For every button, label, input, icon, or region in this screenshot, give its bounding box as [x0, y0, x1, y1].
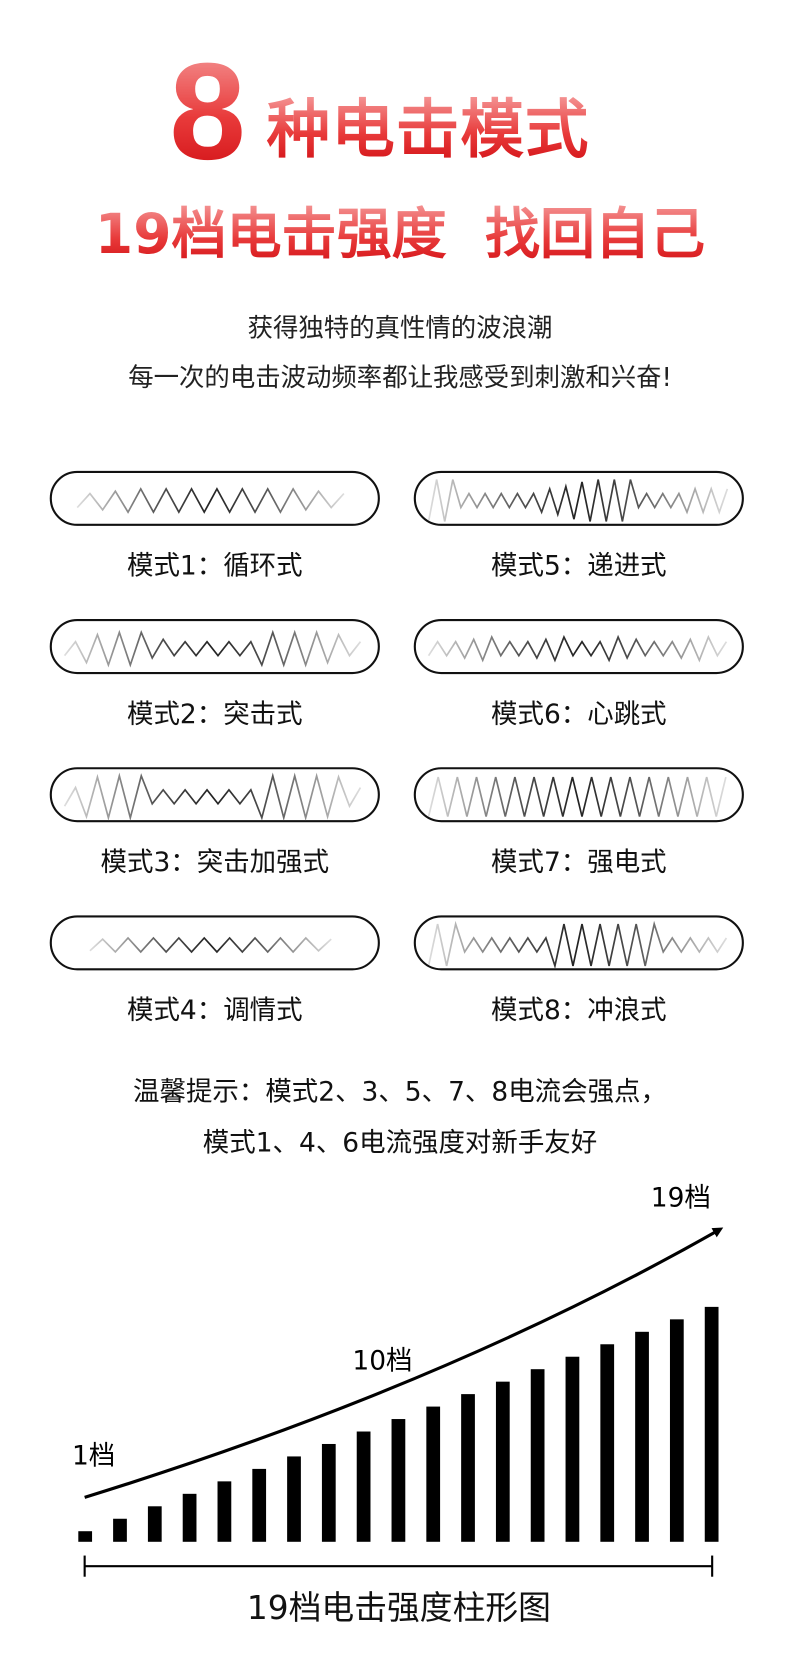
mode-6-label: 模式6：心跳式	[491, 698, 667, 730]
headline-title: 种电击模式	[266, 93, 590, 168]
mode-2-label: 模式2：突击式	[127, 698, 303, 730]
waveform-line	[63, 772, 362, 821]
mode-4-waveform-card[interactable]	[49, 915, 380, 971]
mode-8-label: 模式8：冲浪式	[491, 994, 667, 1026]
headline-number: 8	[169, 33, 246, 189]
mode-1-waveform-card[interactable]	[49, 470, 380, 526]
mode-7-waveform-card[interactable]	[413, 767, 744, 823]
mode-2-waveform-card[interactable]	[49, 619, 380, 675]
bar-level-5	[217, 1481, 232, 1542]
mode-6-waveform-card[interactable]	[413, 619, 744, 675]
strength-bar-chart: 1档 10档 19档 19档电击强度柱形图	[72, 1182, 724, 1627]
bar-level-8	[321, 1443, 336, 1542]
waveform-line	[89, 936, 332, 954]
waveform-line	[427, 634, 728, 663]
tip-line-2: 模式1、4、6电流强度对新手友好	[202, 1126, 598, 1158]
mode-4-label: 模式4：调情式	[127, 994, 303, 1026]
bar-level-19	[704, 1306, 719, 1542]
bar-level-3	[147, 1506, 162, 1542]
mode-3-label: 模式3：突击加强式	[100, 846, 330, 878]
waveform-line	[427, 479, 729, 522]
waveform-line	[427, 920, 728, 969]
intro-line-2: 每一次的电击波动频率都让我感受到刺激和兴奋!	[128, 362, 672, 393]
bar-level-12	[461, 1394, 475, 1542]
headline-subtitle: 19档电击强度 找回自己	[0, 201, 800, 269]
label-level-19: 19档	[651, 1182, 711, 1213]
trend-arrow	[84, 1227, 724, 1499]
tip-line-1: 温馨提示：模式2、3、5、7、8电流会强点，	[133, 1076, 667, 1107]
waveform-line	[427, 776, 727, 817]
bar-level-16	[600, 1344, 615, 1542]
label-level-1: 1档	[72, 1441, 115, 1472]
bar-level-11	[426, 1406, 441, 1542]
mode-1-label: 模式1：循环式	[127, 550, 303, 581]
bar-level-14	[530, 1369, 545, 1542]
bar-level-1	[78, 1531, 93, 1542]
mode-5-label: 模式5：递进式	[491, 550, 667, 581]
intro-line-1: 获得独特的真性情的波浪潮	[247, 313, 553, 343]
chart-title: 19档电击强度柱形图	[247, 1589, 551, 1627]
mode-8-waveform-card[interactable]	[413, 915, 744, 971]
bar-level-15	[565, 1356, 580, 1542]
mode-5-waveform-card[interactable]	[413, 470, 744, 526]
label-level-10: 10档	[352, 1345, 412, 1376]
bar-level-4	[182, 1493, 197, 1542]
bar-level-10	[391, 1419, 406, 1542]
bar-level-18	[669, 1319, 684, 1542]
mode-3-waveform-card[interactable]	[49, 767, 380, 823]
mode-7-label: 模式7：强电式	[491, 846, 667, 878]
bar-level-6	[252, 1468, 267, 1542]
waveform-line	[63, 629, 362, 668]
bar-level-17	[635, 1331, 649, 1542]
bar-level-7	[287, 1456, 301, 1542]
waveform-line	[76, 487, 345, 514]
bar-level-9	[356, 1431, 371, 1542]
bar-level-13	[495, 1381, 510, 1542]
bar-level-2	[113, 1518, 127, 1542]
